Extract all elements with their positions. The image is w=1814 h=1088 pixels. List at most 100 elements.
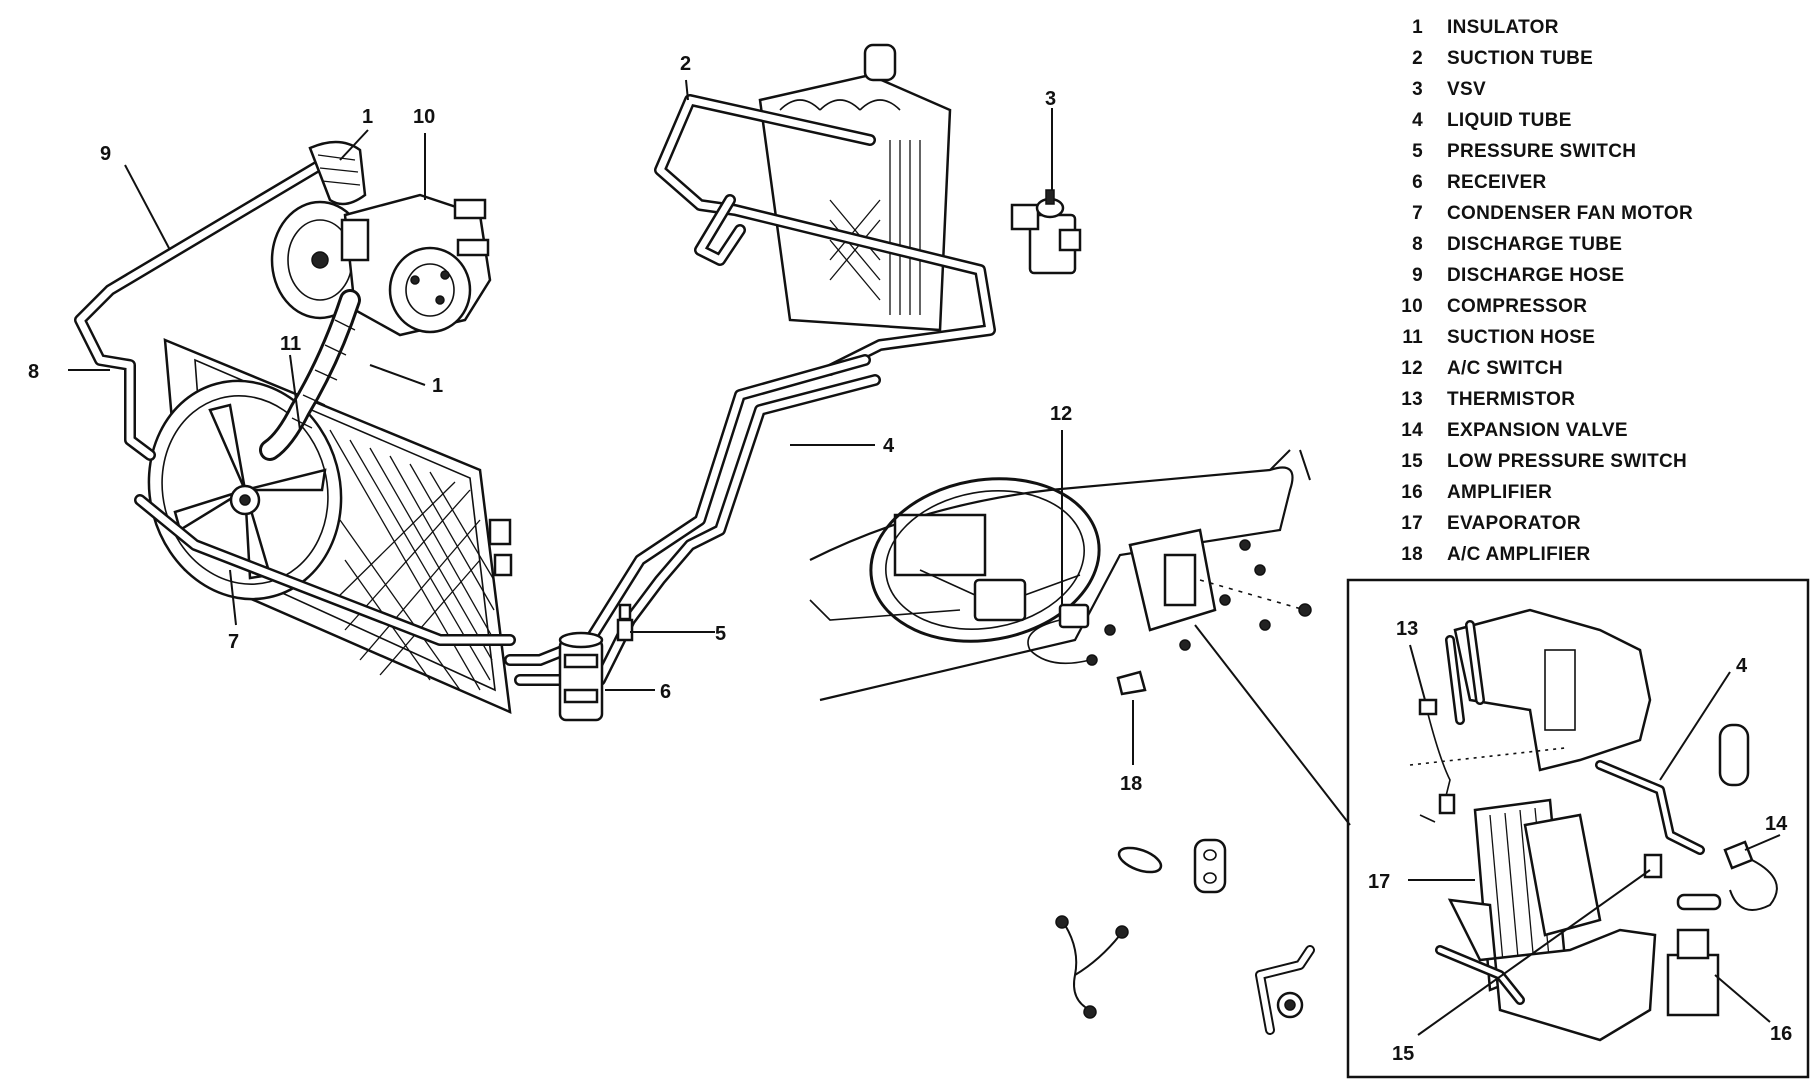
- legend-item: 2 SUCTION TUBE: [1383, 43, 1803, 74]
- legend-number: 15: [1401, 451, 1423, 472]
- dashboard: [809, 449, 1311, 702]
- callout-pressure-switch: 5: [715, 623, 726, 645]
- callout-numbers: 1 10 9 8 1 11 2 3 4 5 6 7 12 18 13 4 14 …: [28, 53, 1792, 1065]
- legend-label: A/C AMPLIFIER: [1447, 544, 1591, 565]
- legend-label: EXPANSION VALVE: [1447, 420, 1628, 441]
- legend-number: 13: [1401, 389, 1423, 410]
- callout-insulator-top: 1: [362, 106, 373, 128]
- legend-number: 12: [1401, 358, 1423, 379]
- callout-vsv: 3: [1045, 88, 1056, 110]
- legend-item: 9 DISCHARGE HOSE: [1383, 260, 1803, 291]
- inset-expansion-valve: [1723, 840, 1778, 911]
- liquid-tube-pipe: [504, 354, 881, 686]
- legend-number: 14: [1401, 420, 1423, 441]
- receiver: [558, 631, 604, 722]
- callout-suction-hose: 11: [280, 333, 301, 355]
- legend-item: 11 SUCTION HOSE: [1383, 322, 1803, 353]
- loose-parts: [1055, 838, 1315, 1035]
- legend-number: 4: [1412, 110, 1423, 131]
- legend-item: 3 VSV: [1383, 74, 1803, 105]
- inset-amplifier: [1666, 928, 1720, 1017]
- legend-number: 17: [1401, 513, 1423, 534]
- legend-item: 6 RECEIVER: [1383, 167, 1803, 198]
- legend-label: PRESSURE SWITCH: [1447, 141, 1637, 162]
- legend-label: DISCHARGE TUBE: [1447, 234, 1623, 255]
- legend-label: A/C SWITCH: [1447, 358, 1563, 379]
- legend-number: 3: [1412, 79, 1423, 100]
- callout-suction-tube: 2: [680, 53, 691, 75]
- suction-hose: [259, 289, 361, 461]
- legend-label: CONDENSER FAN MOTOR: [1447, 203, 1694, 224]
- callout-insulator-bottom: 1: [432, 375, 443, 397]
- legend-item: 5 PRESSURE SWITCH: [1383, 136, 1803, 167]
- legend-label: SUCTION TUBE: [1447, 48, 1594, 69]
- legend-number: 5: [1412, 141, 1423, 162]
- callout-ac-amplifier: 18: [1120, 773, 1142, 795]
- legend-number: 2: [1412, 48, 1423, 69]
- legend-number: 8: [1412, 234, 1423, 255]
- pressure-switch: [616, 603, 634, 642]
- leader-lines: [68, 79, 1781, 1036]
- callout-discharge-tube: 8: [28, 361, 39, 383]
- legend-item: 4 LIQUID TUBE: [1383, 105, 1803, 136]
- ac-switch: [1027, 603, 1098, 666]
- legend-item: 13 THERMISTOR: [1383, 384, 1803, 415]
- callout-condenser-fan-motor: 7: [228, 631, 239, 653]
- legend-label: LIQUID TUBE: [1447, 110, 1572, 131]
- callout-compressor: 10: [413, 106, 435, 128]
- legend-label: COMPRESSOR: [1447, 296, 1588, 317]
- inset-evaporator-core: [1473, 798, 1602, 992]
- legend-number: 7: [1412, 203, 1423, 224]
- legend-number: 9: [1412, 265, 1423, 286]
- legend-label: SUCTION HOSE: [1447, 327, 1596, 348]
- callout-ac-switch: 12: [1050, 403, 1072, 425]
- legend-label: DISCHARGE HOSE: [1447, 265, 1625, 286]
- callout-receiver: 6: [660, 681, 671, 703]
- callout-discharge-hose: 9: [100, 143, 111, 165]
- legend-item: 7 CONDENSER FAN MOTOR: [1383, 198, 1803, 229]
- callout-low-pressure-switch: 15: [1392, 1043, 1414, 1065]
- legend-label: LOW PRESSURE SWITCH: [1447, 451, 1688, 472]
- legend-label: EVAPORATOR: [1447, 513, 1581, 534]
- inset-lower-case: [1435, 898, 1657, 1042]
- dash-ac-unit: [1104, 528, 1312, 651]
- discharge-hose-pipe: [74, 159, 326, 461]
- legend-item: 16 AMPLIFIER: [1383, 477, 1803, 508]
- legend-number: 6: [1412, 172, 1423, 193]
- legend-label: RECEIVER: [1447, 172, 1547, 193]
- suction-tube-pipe: [654, 94, 996, 376]
- legend-item: 12 A/C SWITCH: [1383, 353, 1803, 384]
- legend-item: 14 EXPANSION VALVE: [1383, 415, 1803, 446]
- legend-label: THERMISTOR: [1447, 389, 1576, 410]
- legend-number: 10: [1401, 296, 1423, 317]
- callout-liquid-tube-inset: 4: [1736, 655, 1748, 677]
- legend-label: VSV: [1447, 79, 1486, 100]
- legend-item: 17 EVAPORATOR: [1383, 508, 1803, 539]
- evaporator-housing: [758, 43, 952, 332]
- vsv: [1010, 189, 1082, 275]
- callout-expansion-valve: 14: [1765, 813, 1788, 835]
- callout-amplifier: 16: [1770, 1023, 1792, 1045]
- inset-liquid-tube: [1595, 723, 1750, 855]
- compressor: [270, 193, 492, 337]
- legend-number: 11: [1402, 327, 1423, 348]
- callout-liquid-tube: 4: [883, 435, 895, 457]
- legend-number: 16: [1401, 482, 1423, 503]
- discharge-tube-pipe: [134, 494, 516, 646]
- legend-item: 8 DISCHARGE TUBE: [1383, 229, 1803, 260]
- callout-thermistor: 13: [1396, 618, 1418, 640]
- steering-wheel: [869, 477, 1101, 643]
- inset-upper-housing: [1445, 608, 1652, 772]
- legend-item: 10 COMPRESSOR: [1383, 291, 1803, 322]
- legend-label: AMPLIFIER: [1447, 482, 1553, 503]
- ac-amplifier: [1116, 670, 1147, 696]
- insulator: [308, 140, 367, 206]
- callout-evaporator: 17: [1368, 871, 1390, 893]
- inset-pointer: [1194, 624, 1351, 826]
- legend-label: INSULATOR: [1447, 17, 1559, 38]
